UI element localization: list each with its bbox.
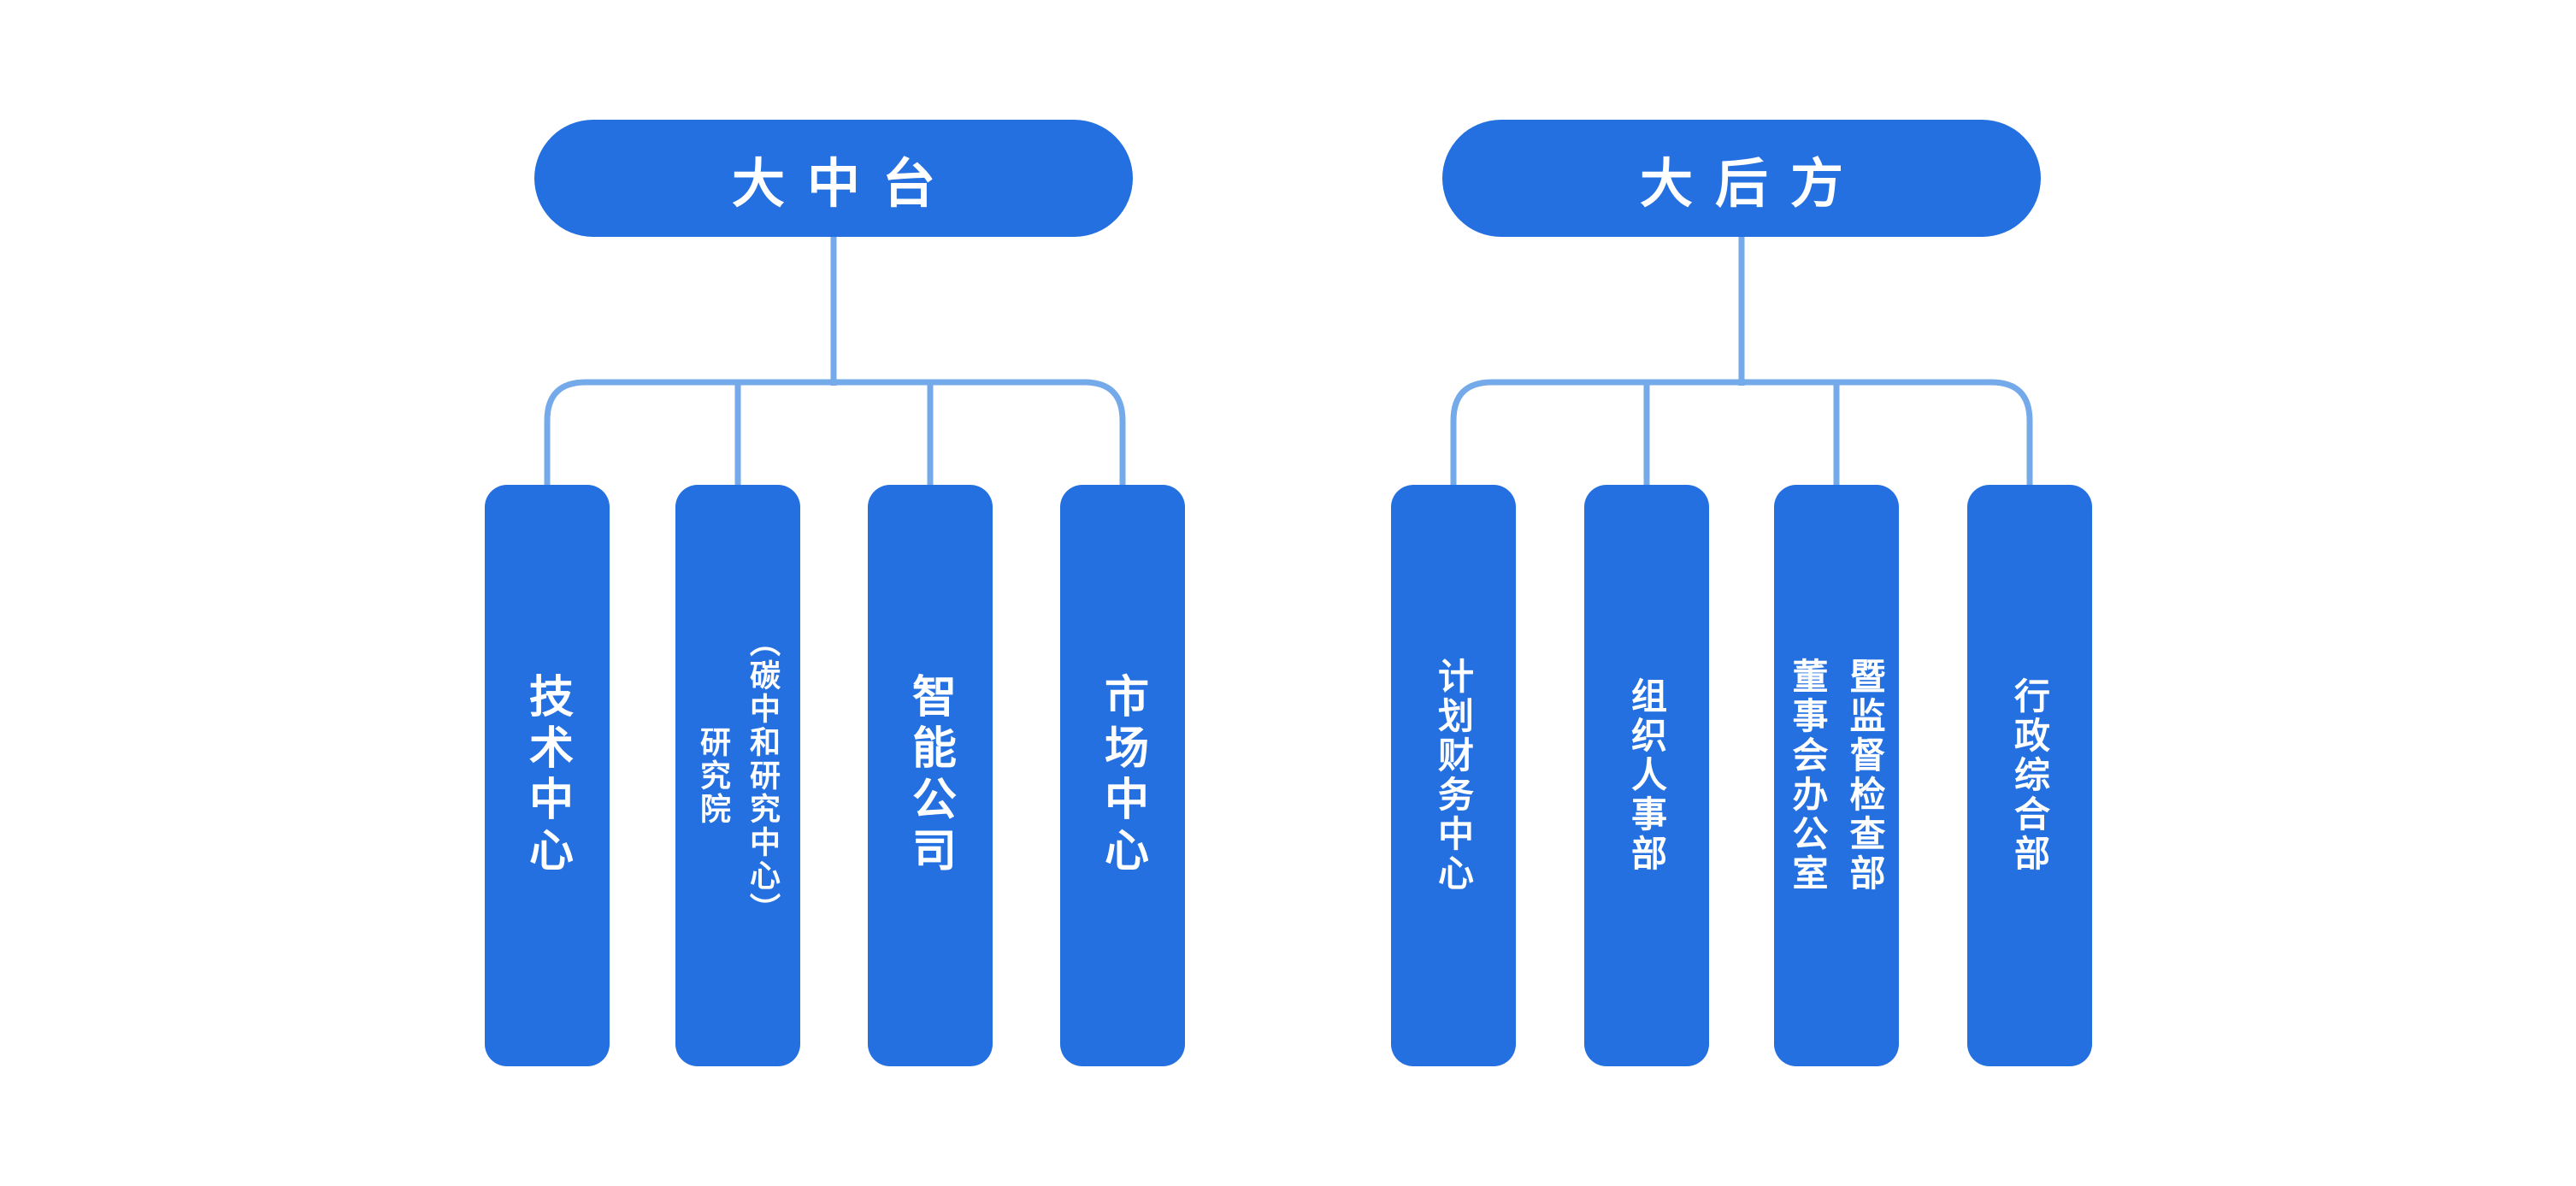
- child-node-label: 智能公司: [905, 673, 955, 878]
- child-node-label-line-1: 董事会办公室: [1788, 658, 1828, 894]
- child-node-shichang-zhongxin[interactable]: 市场中心: [1060, 485, 1185, 1066]
- child-node-jishu-zhongxin[interactable]: 技术中心: [485, 485, 610, 1066]
- child-node-label: 计划财务中心: [1433, 658, 1474, 894]
- child-node-yanjiuyuan[interactable]: 研究院 （碳中和研究中心）: [675, 485, 800, 1066]
- child-node-label-line-1: 研究院: [696, 725, 731, 826]
- parent-node-label: 大中台: [731, 154, 958, 214]
- child-node-label: 行政综合部: [2009, 677, 2050, 874]
- child-node-zuzhi-renshi-bu[interactable]: 组织人事部: [1584, 485, 1709, 1066]
- child-node-label: 组织人事部: [1626, 677, 1667, 874]
- parent-node-da-hou-fang[interactable]: 大后方: [1442, 120, 2041, 237]
- child-node-label-line-2: （碳中和研究中心）: [746, 625, 781, 926]
- tree1-bus-line: [544, 379, 1126, 487]
- child-node-jihua-caiwu-zhongxin[interactable]: 计划财务中心: [1391, 485, 1516, 1066]
- child-node-label: 市场中心: [1097, 673, 1147, 878]
- child-node-label: 技术中心: [522, 673, 572, 878]
- parent-node-da-zhong-tai[interactable]: 大中台: [534, 120, 1133, 237]
- child-node-xingzheng-zonghe-bu[interactable]: 行政综合部: [1967, 485, 2092, 1066]
- tree2-bus-line: [1450, 379, 2033, 487]
- child-node-zhineng-gongsi[interactable]: 智能公司: [868, 485, 993, 1066]
- parent-node-label: 大后方: [1639, 154, 1866, 214]
- child-node-label-line-2: 暨监督检查部: [1845, 658, 1885, 894]
- child-node-dongshihui-bangongshi[interactable]: 董事会办公室 暨监督检查部: [1774, 485, 1899, 1066]
